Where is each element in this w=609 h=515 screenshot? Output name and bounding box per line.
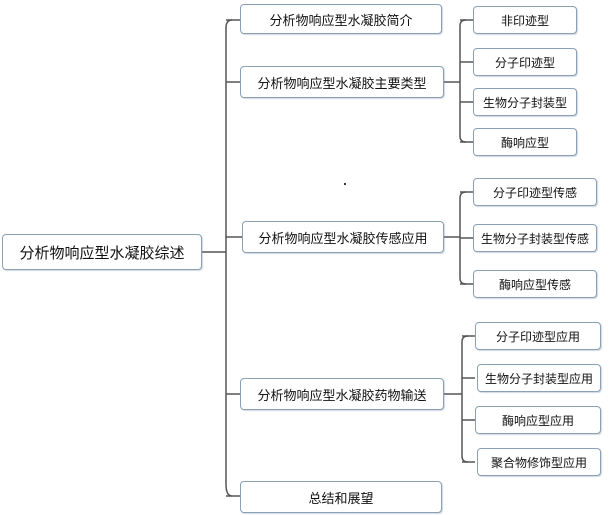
section-drug-delivery[interactable]: 分析物响应型水凝胶药物输送 [240, 378, 444, 410]
stray-dot [344, 183, 346, 185]
leaf-imprinted-application[interactable]: 分子印迹型应用 [475, 322, 601, 350]
connector-s1-trunk [459, 19, 467, 143]
leaf-molecular-imprinted[interactable]: 分子印迹型 [473, 48, 577, 76]
leaf-biomolecule-encapsulated[interactable]: 生物分子封装型 [473, 88, 577, 116]
section-summary[interactable]: 总结和展望 [240, 481, 442, 513]
section-sensing[interactable]: 分析物响应型水凝胶传感应用 [242, 221, 444, 253]
connector-root-trunk [225, 19, 233, 497]
leaf-biomolecule-application[interactable]: 生物分子封装型应用 [477, 364, 601, 392]
connector-s3-trunk [461, 335, 469, 463]
leaf-enzyme-sensing[interactable]: 酶响应型传感 [473, 270, 597, 298]
leaf-enzyme-responsive[interactable]: 酶响应型 [473, 128, 577, 156]
leaf-polymer-modified-application[interactable]: 聚合物修饰型应用 [477, 448, 601, 476]
root-node[interactable]: 分析物响应型水凝胶综述 [2, 234, 202, 270]
leaf-non-imprinted[interactable]: 非印迹型 [473, 6, 577, 34]
leaf-imprinted-sensing[interactable]: 分子印迹型传感 [473, 178, 597, 206]
leaf-enzyme-application[interactable]: 酶响应型应用 [475, 406, 601, 434]
section-types[interactable]: 分析物响应型水凝胶主要类型 [240, 66, 444, 98]
section-intro[interactable]: 分析物响应型水凝胶简介 [240, 4, 442, 34]
leaf-biomolecule-sensing[interactable]: 生物分子封装型传感 [473, 224, 597, 252]
